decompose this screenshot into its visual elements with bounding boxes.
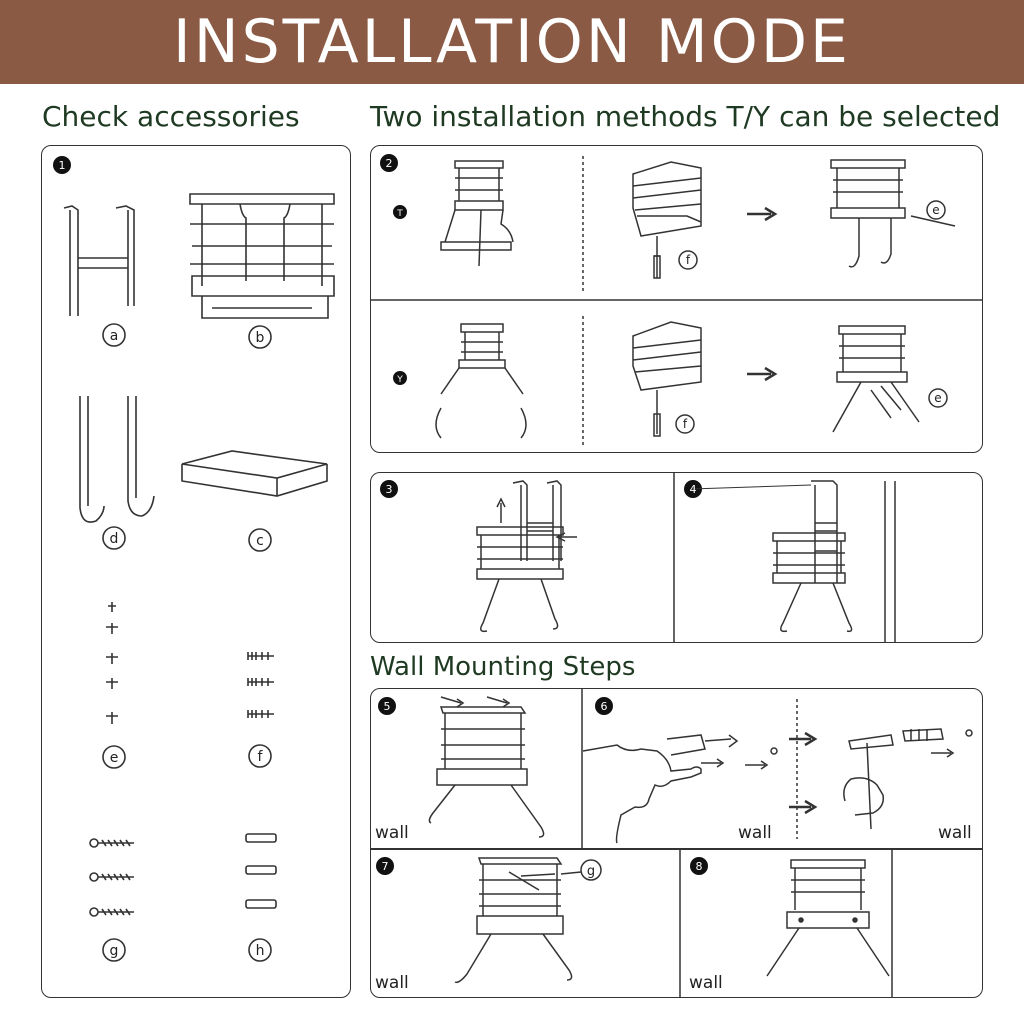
part-f-bolts	[247, 652, 274, 718]
part-g-wood-screws	[89, 838, 134, 917]
y-part-f-label: f	[683, 417, 688, 431]
step56-panel: 5 6 wall wall wall	[370, 688, 983, 849]
step6-wall-label-left: wall	[738, 823, 772, 843]
step-7-label: 7	[382, 860, 389, 873]
step7-wall-label: wall	[375, 973, 409, 993]
step4-door-basket	[690, 480, 896, 642]
y-part-f-circle	[675, 414, 695, 434]
part-b-circle	[248, 325, 272, 349]
part-g-circle	[102, 938, 126, 962]
part-h-label: h	[256, 943, 265, 959]
step-4-label: 4	[690, 483, 697, 496]
t-part-f-circle	[678, 250, 698, 270]
step7-part-g-label: g	[587, 864, 595, 879]
step-8-badge	[690, 857, 708, 875]
t-basket-result	[830, 159, 956, 268]
part-c-label: c	[256, 533, 264, 549]
part-d-circle	[102, 526, 126, 550]
step6-wall-label-right: wall	[938, 823, 972, 843]
step7-basket	[454, 857, 573, 984]
part-h-circle	[248, 938, 272, 962]
t-basket-front	[440, 160, 514, 267]
t-part-e-label: e	[932, 203, 939, 217]
step-5-badge	[378, 697, 396, 715]
step6-drill	[582, 734, 778, 844]
part-f-circle	[248, 744, 272, 768]
y-basket-angle	[632, 321, 702, 437]
step-7-badge	[376, 857, 394, 875]
step2-panel: 2 T Y f e f e	[370, 145, 983, 453]
step-8-label: 8	[696, 860, 703, 873]
part-a-over-door-hook	[63, 205, 135, 316]
heading-wall-mounting: Wall Mounting Steps	[370, 652, 636, 682]
t-part-e-circle	[926, 200, 946, 220]
step56-illustration: 5 6	[378, 689, 973, 848]
part-c-circle	[248, 528, 272, 552]
step-3-badge	[380, 480, 398, 498]
part-a-label: a	[110, 328, 119, 344]
heading-check-accessories: Check accessories	[42, 100, 300, 133]
step5-wall-label: wall	[375, 823, 409, 843]
step-1-label: 1	[59, 159, 66, 172]
part-e-label: e	[110, 750, 119, 766]
step3-basket	[476, 480, 577, 633]
part-f-label: f	[258, 749, 264, 765]
method-y-badge	[393, 371, 407, 385]
method-t-label: T	[396, 209, 403, 219]
y-basket-front	[435, 323, 527, 439]
title-banner	[0, 0, 1024, 84]
step-3-label: 3	[386, 483, 393, 496]
part-d-hooks	[79, 396, 155, 523]
step8-wall-label: wall	[689, 973, 723, 993]
banner-title: INSTALLATION MODE	[173, 7, 851, 77]
step2-illustration: 2 T Y f e f e	[371, 154, 982, 446]
method-t-badge	[393, 205, 407, 219]
step-2-badge	[380, 154, 398, 172]
part-a-circle	[102, 323, 126, 347]
step5-basket	[428, 696, 545, 838]
step-6-badge	[595, 697, 613, 715]
part-b-basket	[189, 193, 335, 319]
step78-panel: 7 8 g wall wall	[370, 849, 983, 998]
step7-part-g-circle	[580, 859, 602, 881]
accessories-panel: 1 a b d c e f g h	[41, 145, 351, 998]
step78-illustration: 7 8 g	[376, 850, 893, 997]
step-6-label: 6	[601, 700, 608, 713]
step-1-badge	[53, 156, 71, 174]
part-e-circle	[102, 745, 126, 769]
part-g-label: g	[110, 943, 119, 959]
part-e-screws	[106, 602, 118, 724]
step6-hammer	[843, 734, 894, 830]
step8-basket	[766, 859, 890, 977]
y-part-e-circle	[928, 388, 948, 408]
y-part-e-label: e	[934, 391, 941, 405]
part-h-anchors	[245, 833, 277, 909]
step34-panel: 3 4	[370, 472, 983, 643]
t-part-f-label: f	[686, 253, 691, 267]
part-b-label: b	[256, 330, 265, 346]
t-basket-angle	[632, 161, 702, 279]
accessories-illustration: 1 a b d c e f g h	[53, 156, 335, 962]
part-d-label: d	[110, 531, 119, 547]
step-5-label: 5	[384, 700, 391, 713]
part-c-plate	[181, 450, 328, 497]
step6-anchor	[902, 728, 973, 758]
y-basket-result	[832, 325, 920, 433]
step-2-label: 2	[386, 157, 393, 170]
method-y-label: Y	[396, 375, 403, 385]
step34-illustration: 3 4	[380, 473, 896, 642]
heading-two-methods: Two installation methods T/Y can be sele…	[370, 100, 1001, 133]
